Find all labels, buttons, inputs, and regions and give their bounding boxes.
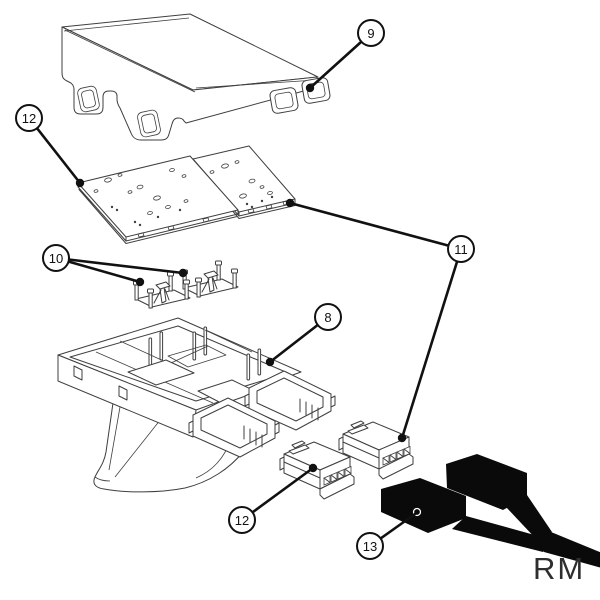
harness-grommet-dot: [412, 507, 422, 517]
part-drawing-plates: [77, 145, 296, 244]
callout-bubble-10[interactable]: 10: [42, 244, 70, 272]
callout-label: 11: [454, 241, 468, 257]
callout-bubble-9[interactable]: 9: [357, 19, 385, 47]
callout-label: 9: [367, 25, 375, 41]
callout-label: 8: [324, 309, 332, 325]
callout-bubble-8[interactable]: 8: [314, 303, 342, 331]
watermark-text: RM: [533, 551, 586, 586]
callout-label: 13: [362, 538, 378, 554]
part-drawing-cover: [61, 13, 331, 141]
callout-bubble-11[interactable]: 11: [447, 235, 475, 263]
part-drawing-harness: [381, 454, 600, 568]
callout-bubble-13[interactable]: 13: [356, 532, 384, 560]
callout-label: 10: [48, 250, 64, 266]
callout-label: 12: [234, 512, 250, 528]
callout-bubble-12-bottom[interactable]: 12: [228, 506, 256, 534]
part-drawing-housing: [57, 317, 336, 493]
callout-label: 12: [21, 110, 37, 126]
callout-bubble-12-top[interactable]: 12: [15, 104, 43, 132]
